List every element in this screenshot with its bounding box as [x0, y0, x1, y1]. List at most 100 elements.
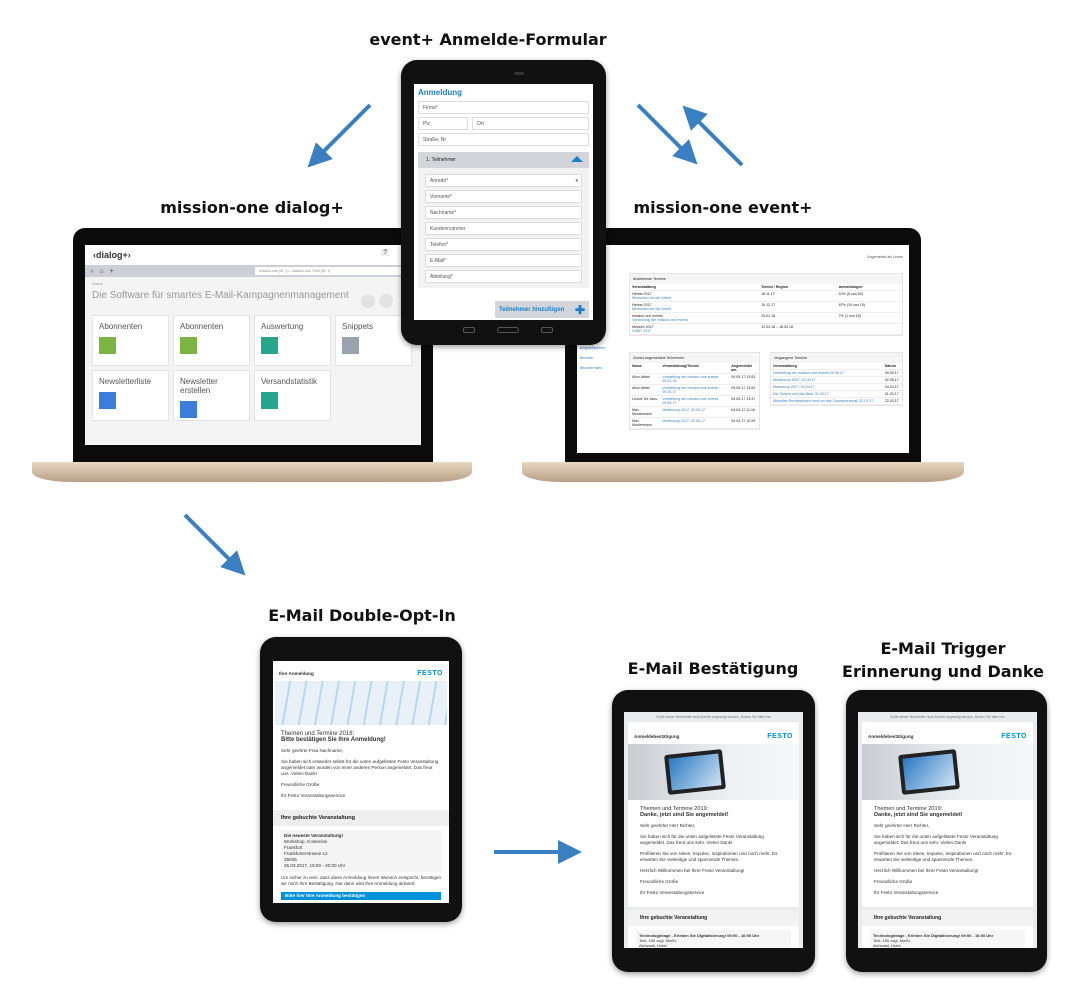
company-field[interactable]: Firma*: [418, 101, 589, 114]
preheader[interactable]: Sollte dieser Newsletter nicht korrekt a…: [656, 715, 771, 719]
event-link[interactable]: Vorstellung der mission-one events: [632, 318, 688, 322]
tile-label: Versandstatistik: [261, 377, 318, 386]
participant-field[interactable]: Kundennummer: [425, 222, 582, 235]
user-menu[interactable]: Angemeldet als Leone: [867, 255, 903, 259]
event-line: 25635: [284, 857, 297, 862]
address-field[interactable]: mission-one (ID: 1) - mission-one: Profi…: [255, 267, 415, 275]
tablet-confirm: Sollte dieser Newsletter nicht korrekt a…: [612, 690, 815, 972]
tile-label: Newsletter erstellen: [180, 377, 218, 395]
user-list-icon: [99, 337, 116, 354]
tile-newsletter-erstellen[interactable]: Newsletter erstellen: [173, 370, 250, 421]
email-headline: Bitte bestätigen Sie Ihre Anmeldung!: [281, 737, 386, 743]
participant-field[interactable]: Nachname*: [425, 206, 582, 219]
hero-image: [628, 744, 799, 800]
table-cell: Alice Abbel: [630, 373, 661, 385]
add-participant-button[interactable]: Teilnehmer hinzufügen✚: [495, 301, 589, 318]
confirm-button[interactable]: Bitte hier Ihre Anmeldung bestätigen: [281, 892, 441, 900]
event-name: Herbst 2017: [632, 303, 652, 307]
street-field[interactable]: Straße, Nr: [418, 133, 589, 146]
page-title: Die Software für smartes E-Mail-Kampagne…: [92, 290, 349, 301]
section-label: 1. Teilnehmer: [426, 157, 456, 163]
tile-label: Abonnenten: [99, 322, 143, 331]
label-doi: E-Mail Double-Opt-In: [268, 606, 456, 625]
zip-field[interactable]: Plz: [418, 117, 468, 130]
tile-label: Newsletterliste: [99, 377, 152, 386]
table-cell[interactable]: Marketcup 2017, 04.04.17: [771, 383, 883, 391]
event-link[interactable]: Menschen bei der Arbeit: [632, 307, 671, 311]
salutation-select[interactable]: Anrede*▾: [425, 174, 582, 187]
preheader[interactable]: Sollte dieser Newsletter nicht korrekt a…: [890, 715, 1005, 719]
help-icon[interactable]: ?: [381, 249, 390, 256]
laptop-base: [32, 462, 472, 482]
label-trigger: E-Mail Trigger Erinnerung und Danke: [830, 637, 1056, 683]
sidebar-item[interactable]: Ansprechpartner: [580, 346, 606, 350]
tile-newsletterliste[interactable]: Newsletterliste: [92, 370, 169, 421]
table-cell: 04.04.17 11:16: [729, 406, 759, 418]
table-cell[interactable]: Mediencup 2017, 02.05.17: [771, 376, 883, 384]
tile-auswertung[interactable]: Auswertung: [254, 315, 331, 366]
sidebar-item[interactable]: Benutzer: [580, 356, 594, 360]
table-cell: 12.03.18 – 16.03.18: [759, 323, 837, 335]
table-cell[interactable]: Die Schere und das Blatt, 31.03.17: [771, 390, 883, 398]
table-cell: 18.11.17: [759, 290, 837, 302]
back-icon[interactable]: ‹: [91, 267, 94, 275]
tile-snippets[interactable]: Snippets: [335, 315, 412, 366]
tile-abonnenten[interactable]: Abonnenten: [92, 315, 169, 366]
event-link[interactable]: CeBIT 2017: [632, 329, 652, 333]
table-cell[interactable]: Aktuelles Rechtswissen rund um das Zusat…: [771, 397, 883, 405]
email-header: Ihre Anmeldung: [279, 671, 314, 676]
event-line: Aichwald, Hotel: [639, 943, 667, 948]
participant-section[interactable]: 1. Teilnehmer: [418, 152, 589, 168]
home-icon[interactable]: ⌂: [99, 267, 104, 275]
column-header: Veranstaltung: [771, 363, 883, 370]
collapse-icon[interactable]: [571, 156, 583, 162]
arrow-dialog-to-doi: [183, 513, 246, 576]
city-field[interactable]: Ort: [472, 117, 589, 130]
dialog-header: ‹dialog+› ?: [85, 245, 421, 265]
tablet-navbar: [463, 327, 553, 333]
participant-field[interactable]: Abteilung*: [425, 270, 582, 283]
festo-logo: FESTO: [417, 670, 443, 677]
dialog-screen: ‹dialog+› ? ‹ ⌂ + mission-one (ID: 1) - mi…: [85, 245, 421, 445]
tablet-form: Anmeldung Firma* Plz Ort Straße, Nr 1. Te…: [401, 60, 606, 345]
panel-title: Vergangene Termine: [771, 353, 902, 363]
signature: Ihr Festo Veranstaltungsservice: [640, 890, 705, 895]
chart-list-icon: [261, 392, 278, 409]
select-value: Anrede*: [430, 178, 449, 184]
code-icon: [342, 337, 359, 354]
table-cell: 25.01.18: [759, 312, 837, 324]
form-title: Anmeldung: [418, 88, 462, 97]
table-cell[interactable]: Vorstellung der mission-one events 09.05…: [771, 369, 883, 377]
plus-icon: ✚: [574, 302, 585, 317]
table-cell: 7% (1 von 15): [836, 312, 902, 324]
participant-field[interactable]: Telefon*: [425, 238, 582, 251]
next-button[interactable]: [379, 294, 393, 308]
arrow-form-to-event: [636, 103, 698, 165]
laptop-dialog: ‹dialog+› ? ‹ ⌂ + mission-one (ID: 1) - mi…: [73, 228, 433, 464]
confirm-note: Um sicher zu sein, dass diese Anmeldung …: [281, 875, 442, 886]
column-header: Veranstaltung: [630, 284, 760, 291]
section-title: Ihre gebuchte Veranstaltung: [628, 910, 799, 926]
closing: Freundliche Grüße: [281, 782, 320, 787]
greeting: Sehr geehrter Herr Richter,: [640, 823, 696, 828]
event-link[interactable]: Menschen bei der Arbeit: [632, 296, 671, 300]
breadcrumb[interactable]: Home: [92, 281, 103, 286]
column-header: Veranstaltung/Termin: [660, 363, 730, 374]
tile-abonnenten[interactable]: Abonnenten: [173, 315, 250, 366]
prev-button[interactable]: [361, 294, 375, 308]
table-row: Vorstellung der mission-one events 09.05…: [771, 369, 902, 377]
tile-versandstatistik[interactable]: Versandstatistik: [254, 370, 331, 421]
email-body: Sie haben sich entweder selbst für die u…: [281, 759, 439, 776]
participant-field[interactable]: Vorname*: [425, 190, 582, 203]
participant-field[interactable]: E-Mail*: [425, 254, 582, 267]
sidebar-item[interactable]: Benutzerrollen: [580, 366, 602, 370]
add-icon[interactable]: +: [109, 267, 114, 275]
